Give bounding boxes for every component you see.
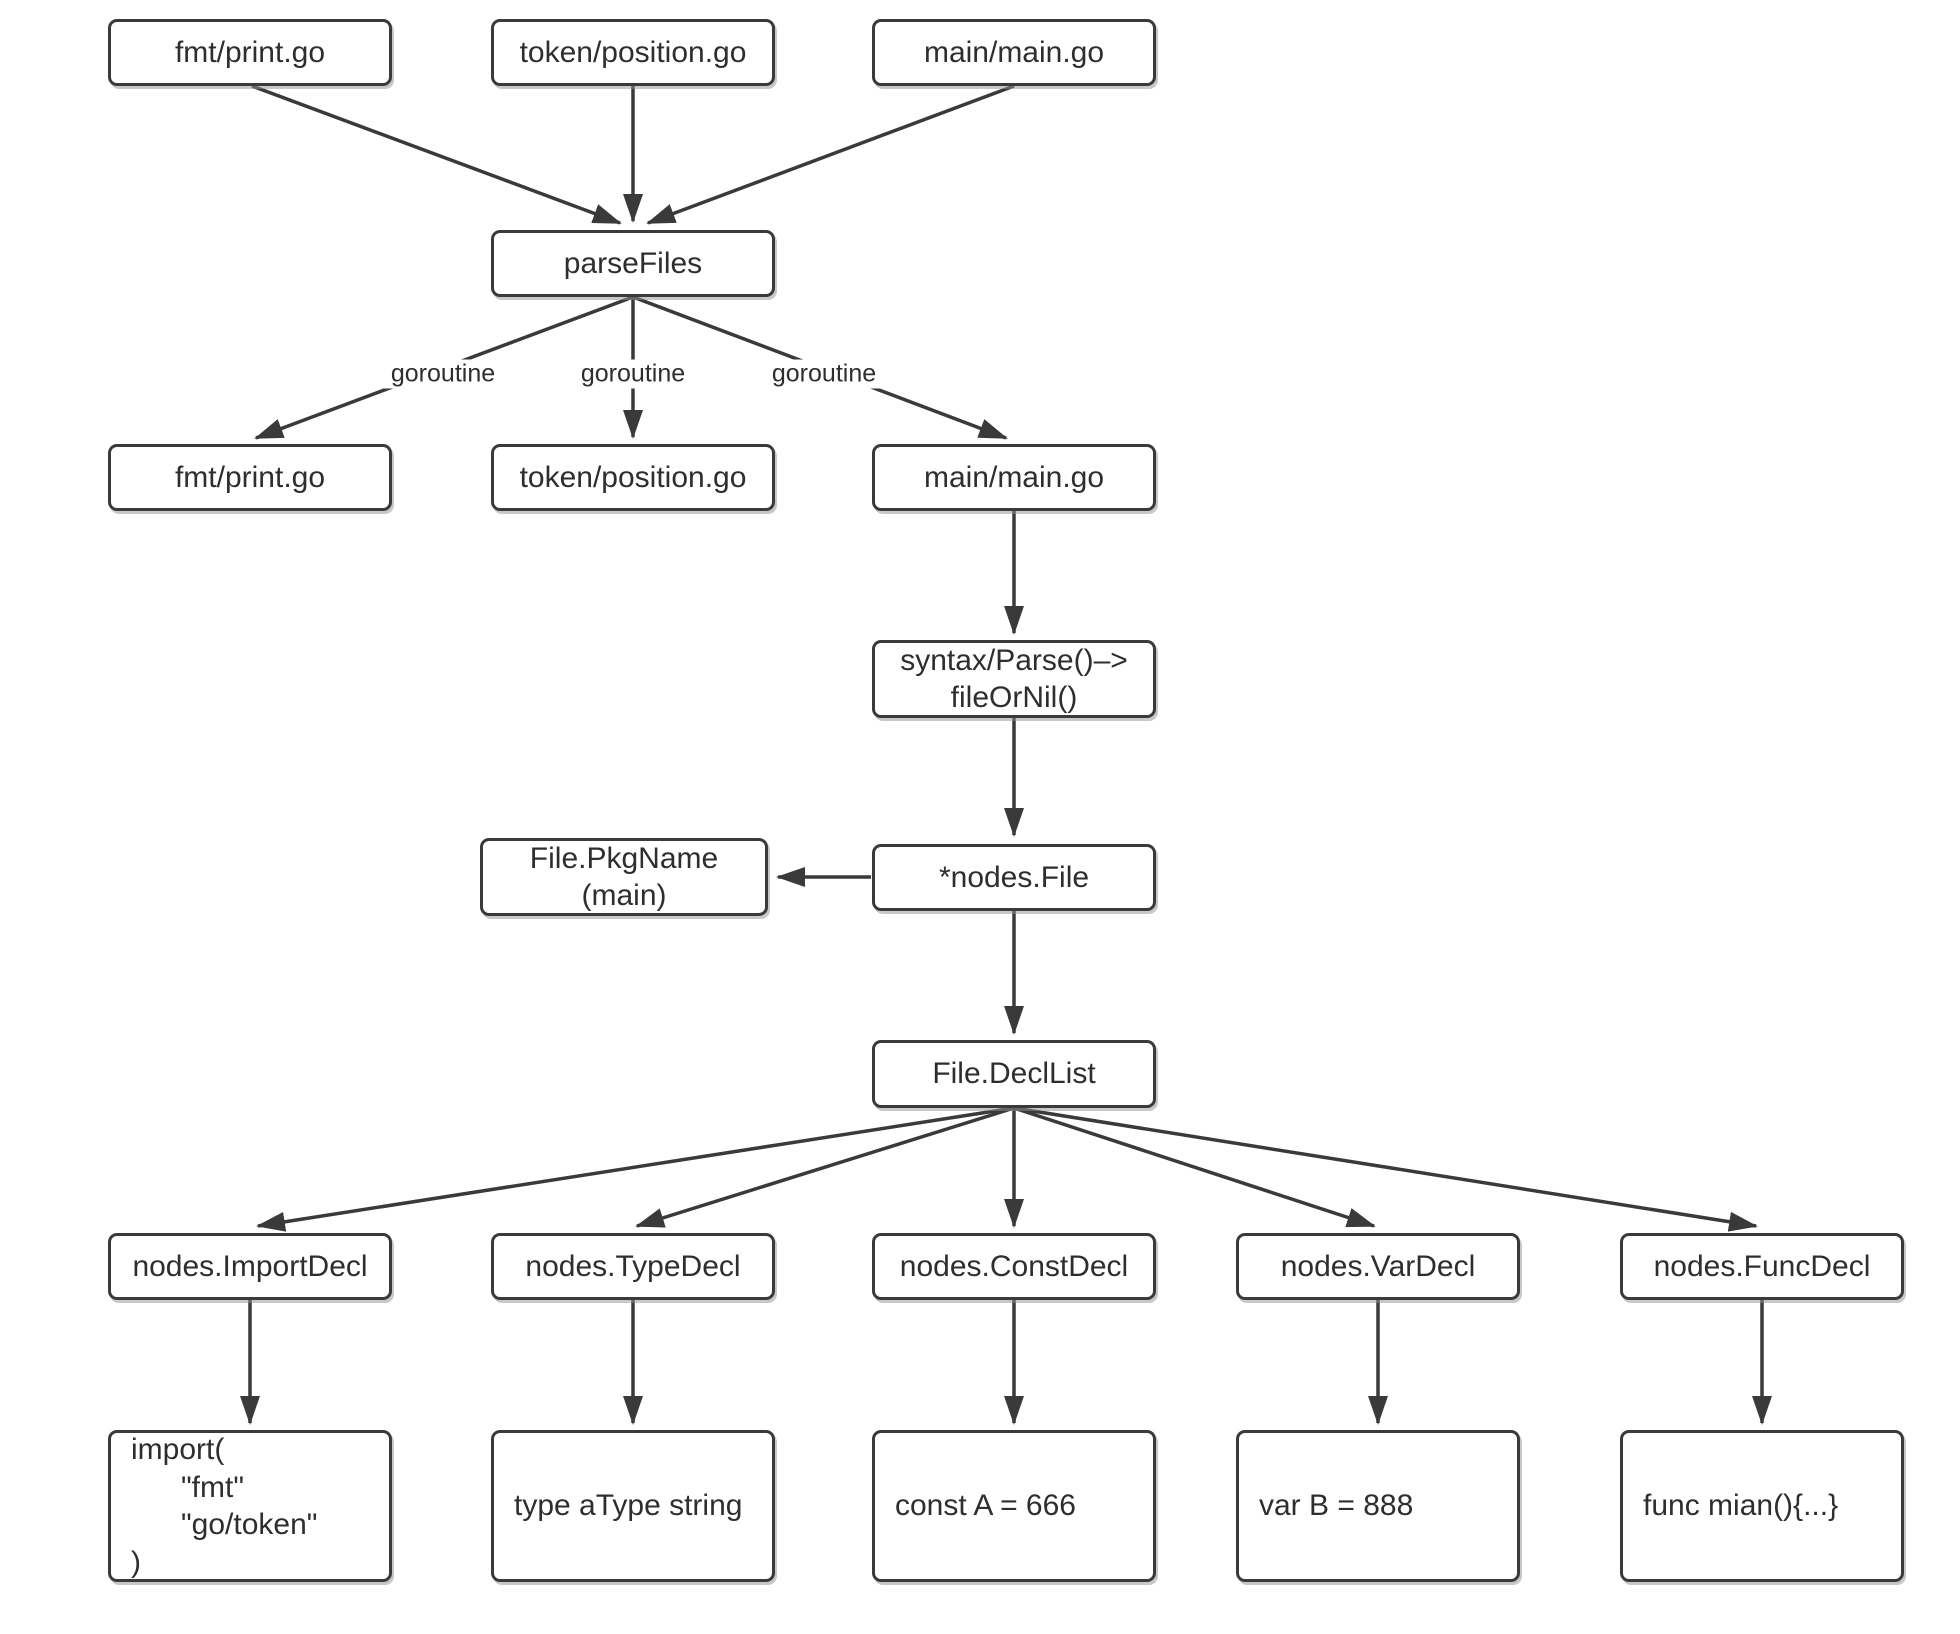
node-file-token-position[interactable]: token/position.go <box>491 444 775 511</box>
edge-decllist-vardecl <box>1013 1106 1376 1228</box>
node-file-fmt-print[interactable]: fmt/print.go <box>108 444 392 511</box>
node-top-fmt-print[interactable]: fmt/print.go <box>108 19 392 86</box>
edge-decllist-funcdecl <box>1013 1106 1758 1232</box>
node-import-decl[interactable]: nodes.ImportDecl <box>108 1233 392 1300</box>
node-top-token-position[interactable]: token/position.go <box>491 19 775 86</box>
node-var-code[interactable]: var B = 888 <box>1236 1430 1520 1582</box>
node-func-code[interactable]: func mian(){...} <box>1620 1430 1904 1582</box>
node-file-main-main[interactable]: main/main.go <box>872 444 1156 511</box>
node-func-decl[interactable]: nodes.FuncDecl <box>1620 1233 1904 1300</box>
edge-label-goroutine-3: goroutine <box>763 359 885 389</box>
node-nodes-file[interactable]: *nodes.File <box>872 844 1156 911</box>
node-parsefiles[interactable]: parseFiles <box>491 230 775 297</box>
node-type-code[interactable]: type aType string <box>491 1430 775 1582</box>
edge-label-goroutine-1: goroutine <box>382 359 504 389</box>
node-type-decl[interactable]: nodes.TypeDecl <box>491 1233 775 1300</box>
node-file-pkgname[interactable]: File.PkgName (main) <box>480 838 768 916</box>
node-syntax-parse[interactable]: syntax/Parse()–> fileOrNil() <box>872 640 1156 718</box>
node-import-code[interactable]: import( "fmt" "go/token" ) <box>108 1430 392 1582</box>
node-const-decl[interactable]: nodes.ConstDecl <box>872 1233 1156 1300</box>
edge-topmain-parsefiles <box>646 84 1015 225</box>
edge-decllist-importdecl <box>256 1106 1015 1232</box>
node-top-main-main[interactable]: main/main.go <box>872 19 1156 86</box>
edge-label-goroutine-2: goroutine <box>572 359 694 389</box>
edge-decllist-typedecl <box>635 1106 1015 1228</box>
node-var-decl[interactable]: nodes.VarDecl <box>1236 1233 1520 1300</box>
node-const-code[interactable]: const A = 666 <box>872 1430 1156 1582</box>
edge-topfmt-parsefiles <box>251 84 622 225</box>
node-file-decllist[interactable]: File.DeclList <box>872 1040 1156 1108</box>
